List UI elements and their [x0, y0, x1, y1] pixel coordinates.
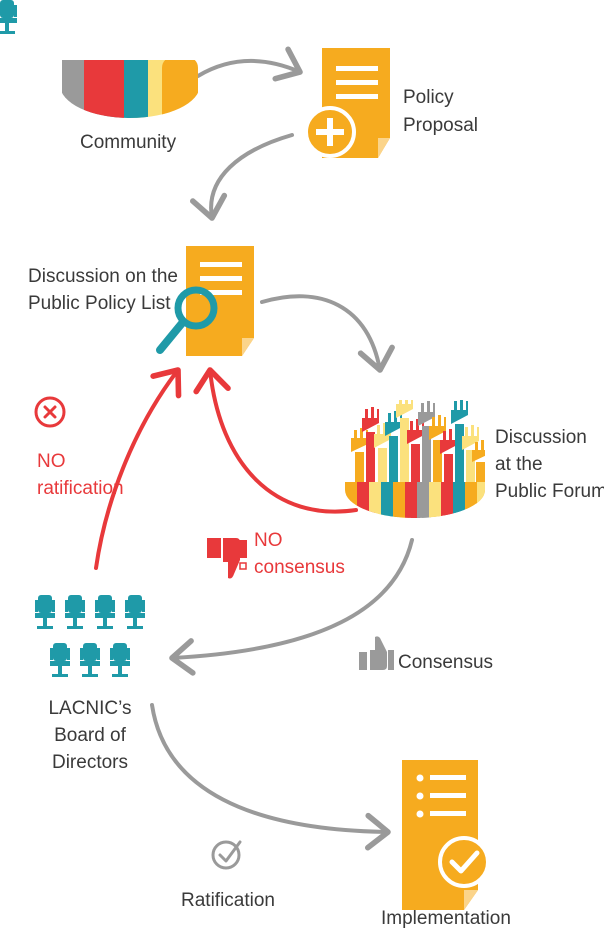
arrow-list-to-forum: [260, 294, 395, 373]
no-ratification-label-1: NO: [37, 451, 66, 472]
check-circle-icon: [211, 840, 242, 870]
no-consensus-label-2: consensus: [254, 557, 345, 578]
document-plus-icon: [304, 48, 390, 158]
thumbs-down-icon: [207, 538, 247, 579]
board-label-3: Directors: [51, 752, 128, 773]
thumbs-up-icon: [359, 636, 394, 670]
discussion-forum-label-3: Public Forum: [495, 481, 604, 502]
policy-proposal-label-2: Proposal: [403, 115, 478, 136]
arrow-no-ratification-back: [94, 367, 182, 570]
discussion-list-label-1: Discussion on the: [28, 266, 178, 287]
no-consensus-label-1: NO: [254, 530, 283, 551]
discussion-forum-label-1: Discussion: [495, 427, 587, 448]
raised-hands-icon: [345, 400, 485, 518]
consensus-label: Consensus: [398, 652, 494, 673]
arrow-proposal-to-discussion: [190, 133, 294, 221]
document-search-icon: [156, 246, 254, 356]
arrow-forum-to-board: [169, 538, 414, 676]
no-ratification-label-2: ratification: [37, 478, 124, 499]
board-label-1: LACNIC’s: [48, 698, 132, 719]
document-check-icon: [402, 760, 490, 910]
people-group-icon: [62, 60, 198, 118]
arrow-no-consensus-back: [193, 367, 358, 514]
ratification-label: Ratification: [181, 890, 275, 911]
board-chairs-icon: [0, 0, 145, 677]
arrow-board-to-implementation: [150, 703, 391, 851]
board-label-2: Board of: [54, 725, 126, 746]
discussion-list-label-2: Public Policy List: [28, 293, 171, 314]
policy-proposal-label-1: Policy: [403, 87, 454, 108]
arrow-community-to-proposal: [196, 46, 303, 82]
discussion-forum-label-2: at the: [495, 454, 543, 475]
implementation-label: Implementation: [381, 908, 511, 929]
community-label: Community: [80, 132, 177, 153]
x-circle-icon: [34, 396, 66, 428]
